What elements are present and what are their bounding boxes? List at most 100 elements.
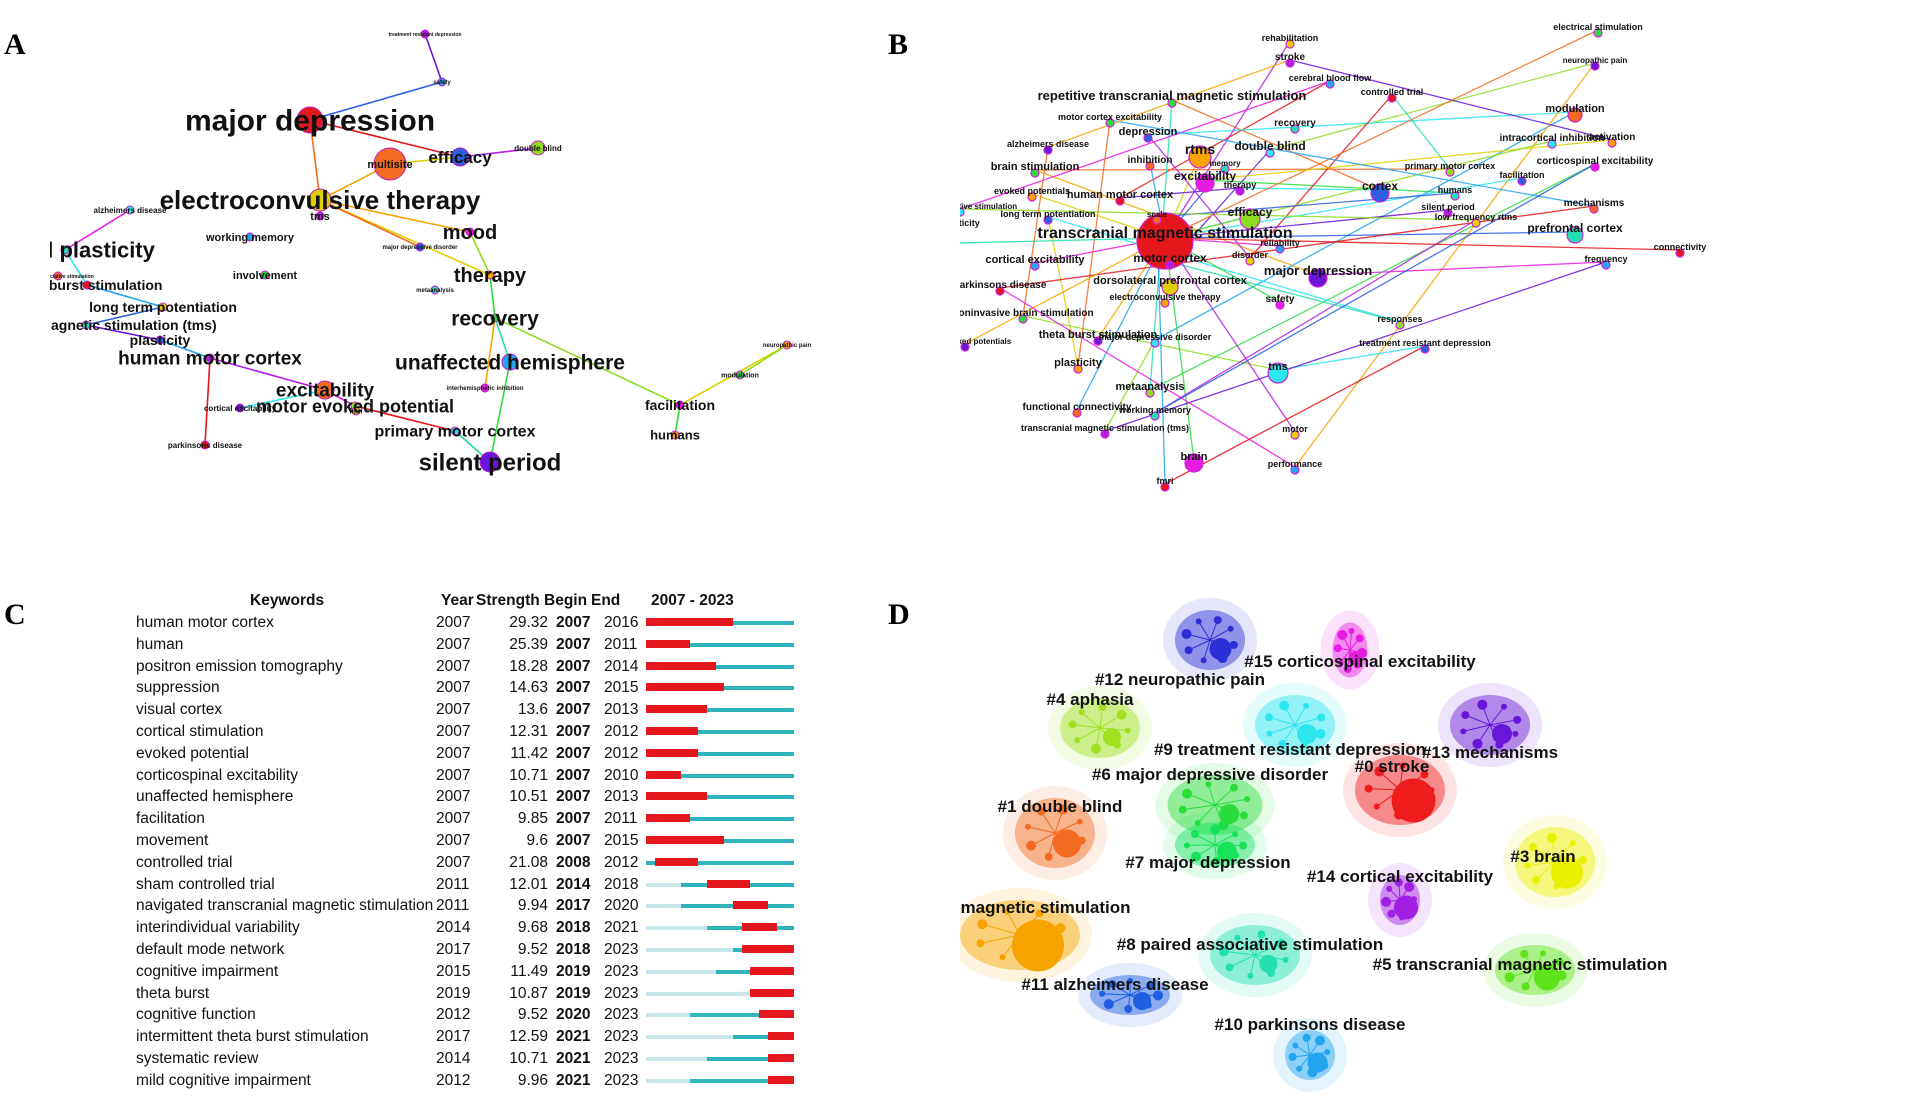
cluster-edge <box>1054 821 1081 834</box>
network-edge <box>494 317 681 406</box>
keyword-label: electroconvulsive therapy <box>1109 292 1220 302</box>
cluster-node <box>1247 972 1254 979</box>
begin-cell: 2007 <box>556 766 591 784</box>
active-segment <box>646 860 794 865</box>
keyword-cell: interindividual variability <box>136 919 300 937</box>
keyword-node <box>1590 61 1600 71</box>
cluster-node <box>1337 659 1344 666</box>
keyword-cell: controlled trial <box>136 853 233 871</box>
keyword-node <box>1443 208 1453 218</box>
keyword-node <box>1145 388 1155 398</box>
keyword-label: recovery <box>1274 118 1316 129</box>
year-cell: 2007 <box>436 657 471 675</box>
keyword-node <box>308 188 332 212</box>
end-cell: 2010 <box>604 766 639 784</box>
cluster-node <box>1317 713 1326 722</box>
cluster-edge <box>1214 787 1235 806</box>
panel-letter-a: A <box>4 28 26 61</box>
keyword-label: parkinsons disease <box>960 280 1047 291</box>
begin-cell: 2007 <box>556 701 591 719</box>
keyword-node <box>530 140 546 156</box>
keyword-label: activation <box>1589 132 1636 143</box>
burst-row: intermittent theta burst stimulation 2017… <box>136 1028 916 1050</box>
keyword-label: facilitation <box>645 397 715 413</box>
keyword-cell: intermittent theta burst stimulation <box>136 1028 369 1046</box>
keyword-label: motor cortex excitability <box>1058 112 1162 122</box>
burst-timeline <box>646 857 794 866</box>
keyword-node <box>200 440 210 450</box>
cluster-edge <box>1027 826 1056 834</box>
cluster-label: #2 repetitive transcranial magnetic stim… <box>960 898 1131 917</box>
end-cell: 2012 <box>604 853 639 871</box>
keyword-label: intracortical inhibition <box>1499 133 1604 144</box>
keyword-label: cortex <box>1362 179 1398 193</box>
cluster-node <box>1024 823 1031 830</box>
cluster-node <box>1520 949 1529 958</box>
active-segment <box>646 664 794 669</box>
cluster-node <box>1074 737 1081 744</box>
cluster-node <box>1461 711 1470 720</box>
keyword-node <box>1593 28 1603 38</box>
cluster-node <box>1184 646 1193 655</box>
keyword-label: excitability <box>1174 169 1236 183</box>
begin-cell: 2017 <box>556 897 591 915</box>
header-strength: Strength <box>476 592 540 609</box>
cluster-edge <box>1072 723 1101 729</box>
burst-segment <box>654 857 699 866</box>
cluster-node <box>1098 703 1107 712</box>
keyword-node <box>155 335 165 345</box>
burst-segment <box>646 792 707 801</box>
keyword-node <box>53 271 63 281</box>
burst-timeline <box>646 683 794 692</box>
end-cell: 2023 <box>604 1071 639 1089</box>
cluster-node <box>1152 990 1163 1001</box>
keyword-node <box>205 353 215 363</box>
keyword-cell: cognitive function <box>136 1006 256 1024</box>
keyword-label: tms <box>310 211 330 223</box>
keyword-label: primary motor cortex <box>1405 161 1496 171</box>
keyword-node <box>1675 248 1685 258</box>
cluster-node <box>1500 703 1507 710</box>
burst-segment <box>646 814 690 823</box>
keyword-cell: default mode network <box>136 941 285 958</box>
burst-segment <box>646 770 681 779</box>
keyword-node <box>81 320 91 330</box>
cluster-node <box>1472 738 1483 749</box>
keyword-label: silent period <box>1421 202 1475 212</box>
cluster-node <box>1108 980 1117 989</box>
active-segment <box>646 751 794 756</box>
keyword-label: controlled trial <box>1361 87 1424 97</box>
network-edge <box>674 404 681 436</box>
keyword-node <box>1265 148 1275 158</box>
burst-timeline <box>646 945 794 953</box>
keyword-label: human motor cortex <box>1067 189 1174 201</box>
cluster-node <box>1213 616 1222 625</box>
keyword-cell: cortical stimulation <box>136 723 264 740</box>
begin-cell: 2021 <box>556 1071 591 1089</box>
keyword-label: unaffected hemisphere <box>395 351 625 374</box>
keyword-label: humans <box>650 428 700 443</box>
keyword-node <box>1195 173 1215 193</box>
network-edge <box>1391 94 1451 170</box>
begin-cell: 2020 <box>556 1006 591 1024</box>
panel-letter-b: B <box>888 28 909 61</box>
strength-cell: 29.32 <box>509 614 548 631</box>
cluster-edge <box>980 934 1021 944</box>
keyword-label: safety <box>433 80 451 86</box>
cluster-node <box>1387 909 1396 918</box>
active-segment <box>689 1013 794 1018</box>
begin-cell: 2007 <box>556 635 591 653</box>
cluster-node <box>1303 702 1310 709</box>
begin-cell: 2019 <box>556 984 591 1002</box>
network-edge <box>1204 139 1613 181</box>
cluster-node <box>1076 818 1083 825</box>
year-cell: 2015 <box>436 962 471 980</box>
cluster-node <box>1337 630 1348 641</box>
keyword-node <box>82 280 92 290</box>
year-cell: 2017 <box>436 941 471 958</box>
year-cell: 2017 <box>436 1028 471 1046</box>
cluster-node <box>1276 938 1287 949</box>
keyword-label: functional connectivity <box>1023 402 1132 413</box>
